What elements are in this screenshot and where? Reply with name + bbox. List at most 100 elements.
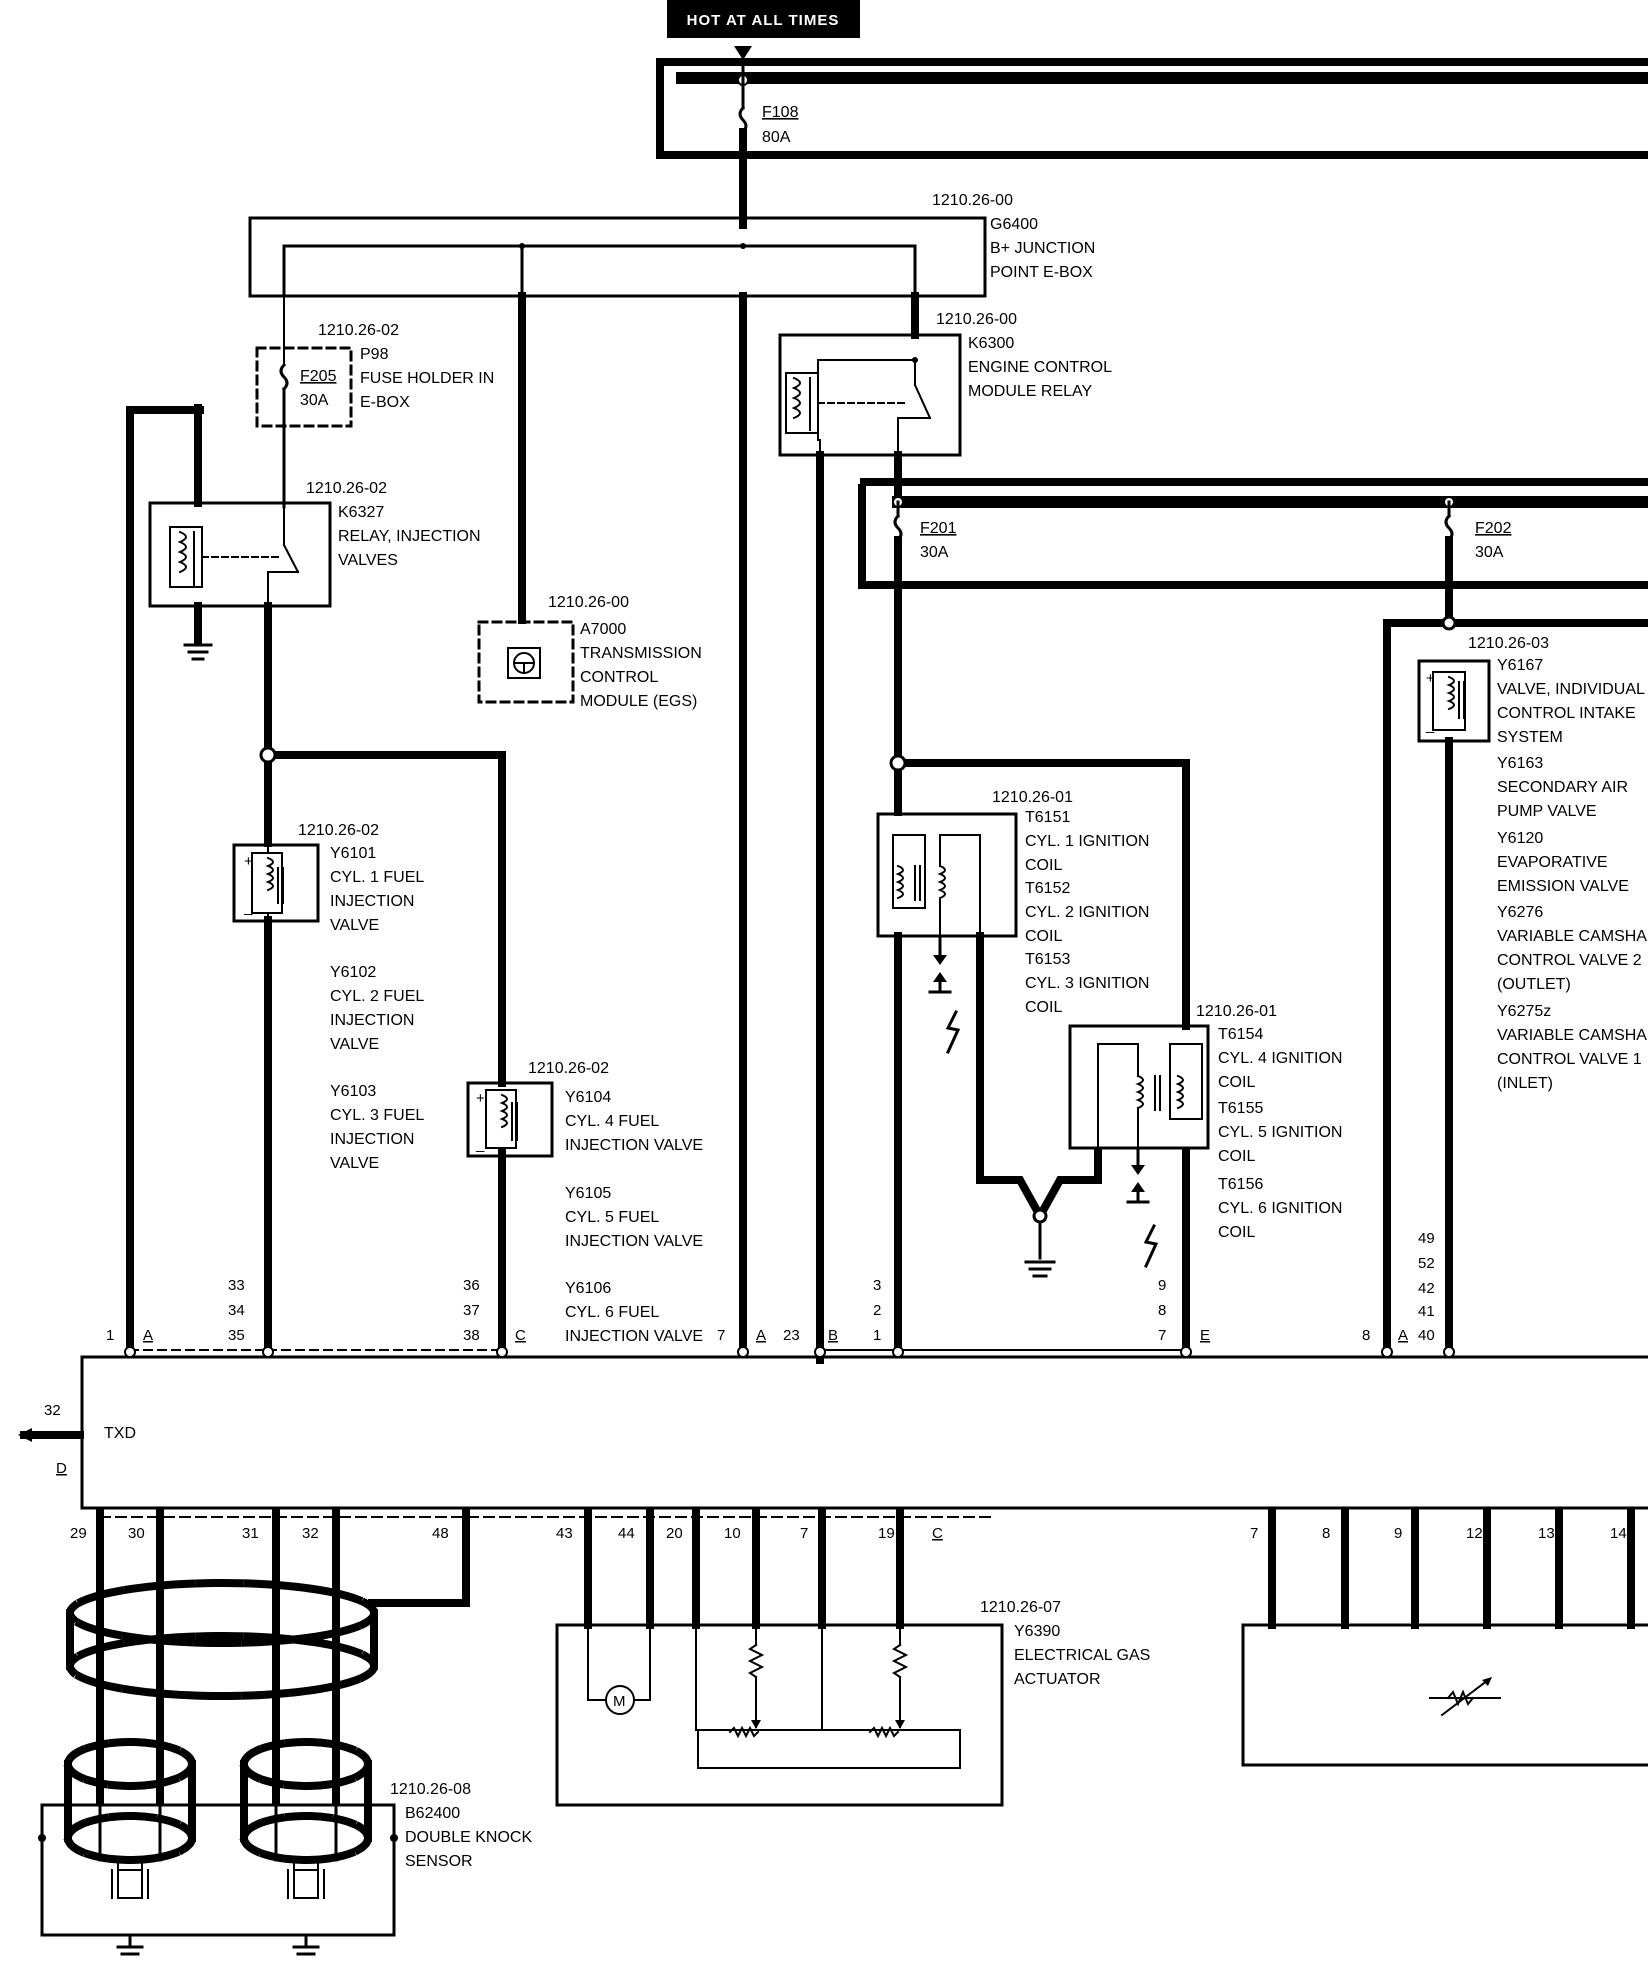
relay-ground (183, 404, 213, 661)
svg-text:36: 36 (463, 1277, 480, 1294)
valve-block-right: + _ 1210.26-03 Y6167 VALVE, INDIVIDUAL C… (1383, 615, 1648, 1356)
svg-text:T6151: T6151 (1025, 809, 1070, 826)
svg-text:+: + (244, 853, 253, 870)
svg-text:(INLET): (INLET) (1497, 1075, 1553, 1092)
svg-text:_: _ (1425, 717, 1435, 734)
svg-text:INJECTION VALVE: INJECTION VALVE (565, 1137, 703, 1154)
svg-text:INJECTION: INJECTION (330, 1012, 414, 1029)
svg-text:7: 7 (717, 1327, 725, 1344)
svg-text:35: 35 (228, 1327, 245, 1344)
svg-text:52: 52 (1418, 1255, 1435, 1272)
svg-text:8: 8 (1362, 1327, 1370, 1344)
svg-text:CYL. 6 IGNITION: CYL. 6 IGNITION (1218, 1200, 1342, 1217)
svg-text:Y6103: Y6103 (330, 1083, 376, 1100)
svg-text:SENSOR: SENSOR (405, 1853, 473, 1870)
svg-text:Y6120: Y6120 (1497, 830, 1543, 847)
svg-text:1: 1 (873, 1327, 881, 1344)
svg-text:CYL. 4 IGNITION: CYL. 4 IGNITION (1218, 1050, 1342, 1067)
svg-text:Y6163: Y6163 (1497, 755, 1543, 772)
svg-text:Y6105: Y6105 (565, 1185, 611, 1202)
svg-text:SECONDARY AIR: SECONDARY AIR (1497, 779, 1628, 796)
svg-text:10: 10 (724, 1525, 741, 1542)
svg-text:40: 40 (1418, 1327, 1435, 1344)
svg-text:PUMP VALVE: PUMP VALVE (1497, 803, 1597, 820)
svg-text:Y6276: Y6276 (1497, 904, 1543, 921)
svg-text:Y6167: Y6167 (1497, 657, 1543, 674)
svg-text:EMISSION VALVE: EMISSION VALVE (1497, 878, 1629, 895)
b-plus-junction: 1210.26-00 G6400 B+ JUNCTION POINT E-BOX (248, 192, 1095, 298)
svg-text:23: 23 (783, 1327, 800, 1344)
svg-text:CYL. 6 FUEL: CYL. 6 FUEL (565, 1304, 659, 1321)
svg-text:1210.26-01: 1210.26-01 (992, 789, 1073, 806)
knock-sensor-b62400: 1210.26-08 B62400 DOUBLE KNOCK SENSOR (38, 1781, 532, 1956)
svg-text:CYL. 1 FUEL: CYL. 1 FUEL (330, 869, 424, 886)
svg-text:1210.26-02: 1210.26-02 (318, 322, 399, 339)
svg-text:K6300: K6300 (968, 335, 1014, 352)
svg-text:CYL. 5 FUEL: CYL. 5 FUEL (565, 1209, 659, 1226)
svg-text:C: C (932, 1525, 943, 1542)
svg-text:A: A (756, 1327, 766, 1344)
svg-text:INJECTION: INJECTION (330, 1131, 414, 1148)
svg-text:A: A (1398, 1327, 1408, 1344)
hot-at-all-times-label: HOT AT ALL TIMES (667, 0, 860, 60)
svg-text:T6154: T6154 (1218, 1026, 1263, 1043)
svg-text:E: E (1200, 1327, 1210, 1344)
svg-text:P98: P98 (360, 346, 389, 363)
svg-text:30: 30 (128, 1525, 145, 1542)
svg-text:33: 33 (228, 1277, 245, 1294)
svg-text:COIL: COIL (1218, 1148, 1255, 1165)
svg-text:1210.26-08: 1210.26-08 (390, 1781, 471, 1798)
svg-text:1210.26-00: 1210.26-00 (932, 192, 1013, 209)
svg-text:9: 9 (1158, 1277, 1166, 1294)
svg-text:CONTROL: CONTROL (580, 669, 658, 686)
svg-text:14: 14 (1610, 1525, 1627, 1542)
svg-text:HOT AT ALL TIMES: HOT AT ALL TIMES (687, 12, 840, 29)
svg-text:1210.26-02: 1210.26-02 (306, 480, 387, 497)
svg-text:F201: F201 (920, 520, 957, 537)
svg-text:CYL. 2 FUEL: CYL. 2 FUEL (330, 988, 424, 1005)
svg-text:_: _ (475, 1136, 485, 1153)
coil-b-labels: 1210.26-01 T6154 CYL. 4 IGNITION COIL T6… (1196, 1003, 1342, 1241)
svg-text:ELECTRICAL GAS: ELECTRICAL GAS (1014, 1647, 1150, 1664)
svg-text:CYL. 2 IGNITION: CYL. 2 IGNITION (1025, 904, 1149, 921)
svg-text:F108: F108 (762, 104, 799, 121)
svg-text:ACTUATOR: ACTUATOR (1014, 1671, 1101, 1688)
svg-text:1: 1 (106, 1327, 114, 1344)
svg-text:M: M (613, 1693, 626, 1710)
tcm-a7000: 1210.26-00 A7000 TRANSMISSION CONTROL MO… (477, 594, 702, 710)
svg-text:_: _ (243, 899, 253, 916)
svg-text:9: 9 (1394, 1525, 1402, 1542)
svg-text:8: 8 (1322, 1525, 1330, 1542)
injector-y6104: + _ (466, 1081, 554, 1158)
svg-text:VALVES: VALVES (338, 552, 398, 569)
svg-text:INJECTION: INJECTION (330, 893, 414, 910)
ecm-bottom-pin-labels: 29 30 31 32 48 43 44 20 10 7 19 C 7 8 9 … (70, 1525, 1627, 1542)
svg-text:B+ JUNCTION: B+ JUNCTION (990, 240, 1095, 257)
knock-sensor-wiring (64, 1509, 470, 1864)
svg-text:1210.26-03: 1210.26-03 (1468, 635, 1549, 652)
svg-text:Y6390: Y6390 (1014, 1623, 1060, 1640)
svg-text:1210.26-07: 1210.26-07 (980, 1599, 1061, 1616)
svg-text:8: 8 (1158, 1302, 1166, 1319)
svg-text:30A: 30A (1475, 544, 1504, 561)
svg-text:T6155: T6155 (1218, 1100, 1263, 1117)
svg-text:T6156: T6156 (1218, 1176, 1263, 1193)
svg-text:1210.26-02: 1210.26-02 (298, 822, 379, 839)
svg-text:+: + (476, 1090, 485, 1107)
top-fuse-box (656, 58, 1648, 159)
svg-text:37: 37 (463, 1302, 480, 1319)
ignition-coil-wires (889, 754, 1190, 1354)
svg-text:19: 19 (878, 1525, 895, 1542)
svg-text:POINT E-BOX: POINT E-BOX (990, 264, 1093, 281)
svg-text:+: + (1426, 670, 1435, 687)
svg-text:CYL. 3 FUEL: CYL. 3 FUEL (330, 1107, 424, 1124)
svg-text:30A: 30A (300, 392, 329, 409)
svg-text:38: 38 (463, 1327, 480, 1344)
svg-text:T6153: T6153 (1025, 951, 1070, 968)
svg-text:VARIABLE CAMSHA: VARIABLE CAMSHA (1497, 928, 1647, 945)
svg-text:MODULE RELAY: MODULE RELAY (968, 383, 1093, 400)
svg-text:1210.26-01: 1210.26-01 (1196, 1003, 1277, 1020)
svg-text:DOUBLE KNOCK: DOUBLE KNOCK (405, 1829, 532, 1846)
injector-left-labels: 1210.26-02 Y6101 CYL. 1 FUEL INJECTION V… (298, 822, 424, 1172)
